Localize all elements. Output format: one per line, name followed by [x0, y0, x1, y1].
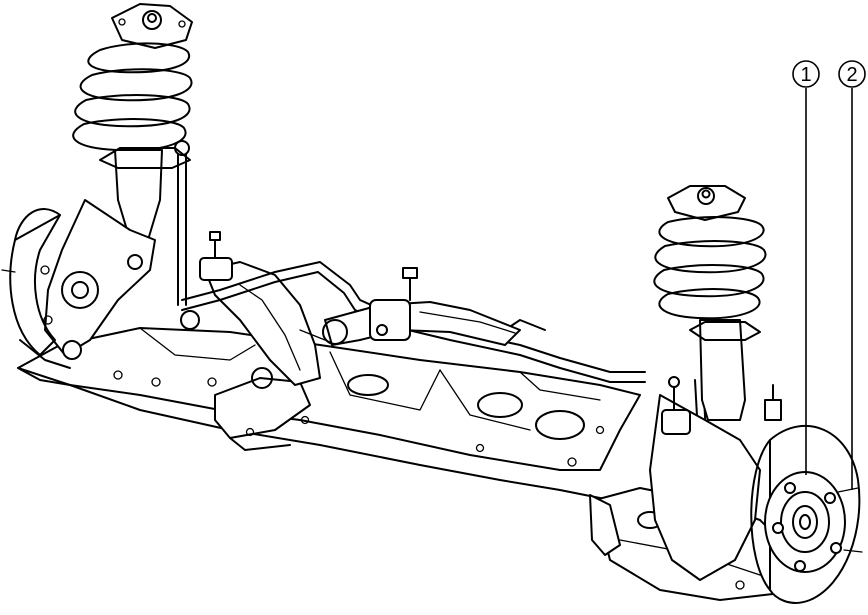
callout-1-label: 1 — [800, 64, 811, 86]
right-wheel-hub — [750, 424, 863, 604]
callout-2: 2 — [838, 60, 866, 490]
right-front-strut — [649, 185, 782, 581]
left-front-strut — [1, 3, 193, 369]
callout-1: 1 — [792, 60, 820, 475]
steering-gear — [299, 267, 521, 346]
left-lower-control-arm — [199, 231, 321, 389]
callout-2-circle — [838, 60, 866, 88]
callout-2-label: 2 — [846, 64, 857, 86]
callout-1-circle — [792, 60, 820, 88]
